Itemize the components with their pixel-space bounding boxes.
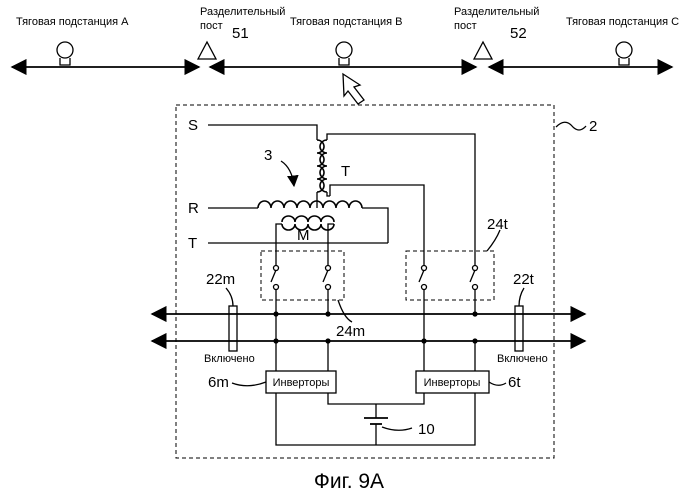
ref-10-leader xyxy=(382,427,412,430)
s-line xyxy=(208,125,317,140)
battery-ref-10: 10 xyxy=(418,421,435,438)
box-ref-2: 2 xyxy=(589,118,597,135)
substation-a-label: Тяговая подстанция A xyxy=(16,16,129,28)
box-leader xyxy=(556,122,586,130)
junction-dot xyxy=(273,311,278,316)
switch-24m-left xyxy=(271,266,279,342)
hollow-arrow-icon xyxy=(343,74,364,104)
dc-bus-upper xyxy=(328,393,424,404)
junction-dot xyxy=(472,311,477,316)
inverter-ref-6t: 6t xyxy=(508,374,521,391)
section-22m xyxy=(229,306,237,351)
m-left-lead xyxy=(276,224,282,265)
phase-r-label: R xyxy=(188,200,199,217)
section-22m-state: Включено xyxy=(204,353,255,365)
switch-24m-right xyxy=(323,266,331,315)
inverter-6t-label: Инверторы xyxy=(424,377,481,389)
switch-group-ref-24m: 24m xyxy=(336,323,365,340)
section-22t-state: Включено xyxy=(497,353,548,365)
m-coil-label: M xyxy=(297,227,310,244)
switch-group-ref-24t: 24t xyxy=(487,216,509,233)
post-51-label-line2: пост xyxy=(200,20,223,32)
phase-s-label: S xyxy=(188,117,198,134)
ref-6m-leader xyxy=(232,382,266,386)
switch-24t-left xyxy=(419,266,427,342)
r-coil xyxy=(258,201,362,208)
post-52-number: 52 xyxy=(510,25,527,42)
substation-b-label: Тяговая подстанция B xyxy=(290,16,402,28)
section-ref-22m: 22m xyxy=(206,271,235,288)
phase-t-label: T xyxy=(188,235,197,252)
ref-24t-leader xyxy=(487,230,500,251)
inverter-ref-6m: 6m xyxy=(208,374,229,391)
ref-22m-leader xyxy=(226,288,233,306)
post-51-icon xyxy=(198,42,216,59)
post-52-label-line2: пост xyxy=(454,20,477,32)
section-ref-22t: 22t xyxy=(513,271,535,288)
ref-6t-leader xyxy=(489,382,506,385)
ref-24m-leader xyxy=(338,300,352,322)
substation-c-label: Тяговая подстанция C xyxy=(566,16,679,28)
inverter-6m-label: Инверторы xyxy=(273,377,330,389)
r-line-return xyxy=(362,208,388,243)
switch-group-24t xyxy=(406,251,494,300)
substation-c-icon xyxy=(616,42,632,65)
transformer-ref-3: 3 xyxy=(264,147,272,164)
t-coil-label: T xyxy=(341,163,350,180)
post-52-icon xyxy=(474,42,492,59)
figure-caption: Фиг. 9A xyxy=(314,470,384,493)
substation-b-icon xyxy=(336,42,352,65)
section-22t xyxy=(515,306,523,351)
post-52-label-line1: Разделительный xyxy=(454,6,539,18)
m-coil-upper xyxy=(282,216,334,222)
substation-a-icon xyxy=(57,42,73,65)
junction-dot xyxy=(325,311,330,316)
t-out-right xyxy=(327,134,475,265)
switch-24t-right xyxy=(470,266,478,315)
transformer-ref-arrow xyxy=(281,161,294,186)
post-51-number: 51 xyxy=(232,25,249,42)
post-51-label-line1: Разделительный xyxy=(200,6,285,18)
ref-22t-leader xyxy=(519,288,524,306)
